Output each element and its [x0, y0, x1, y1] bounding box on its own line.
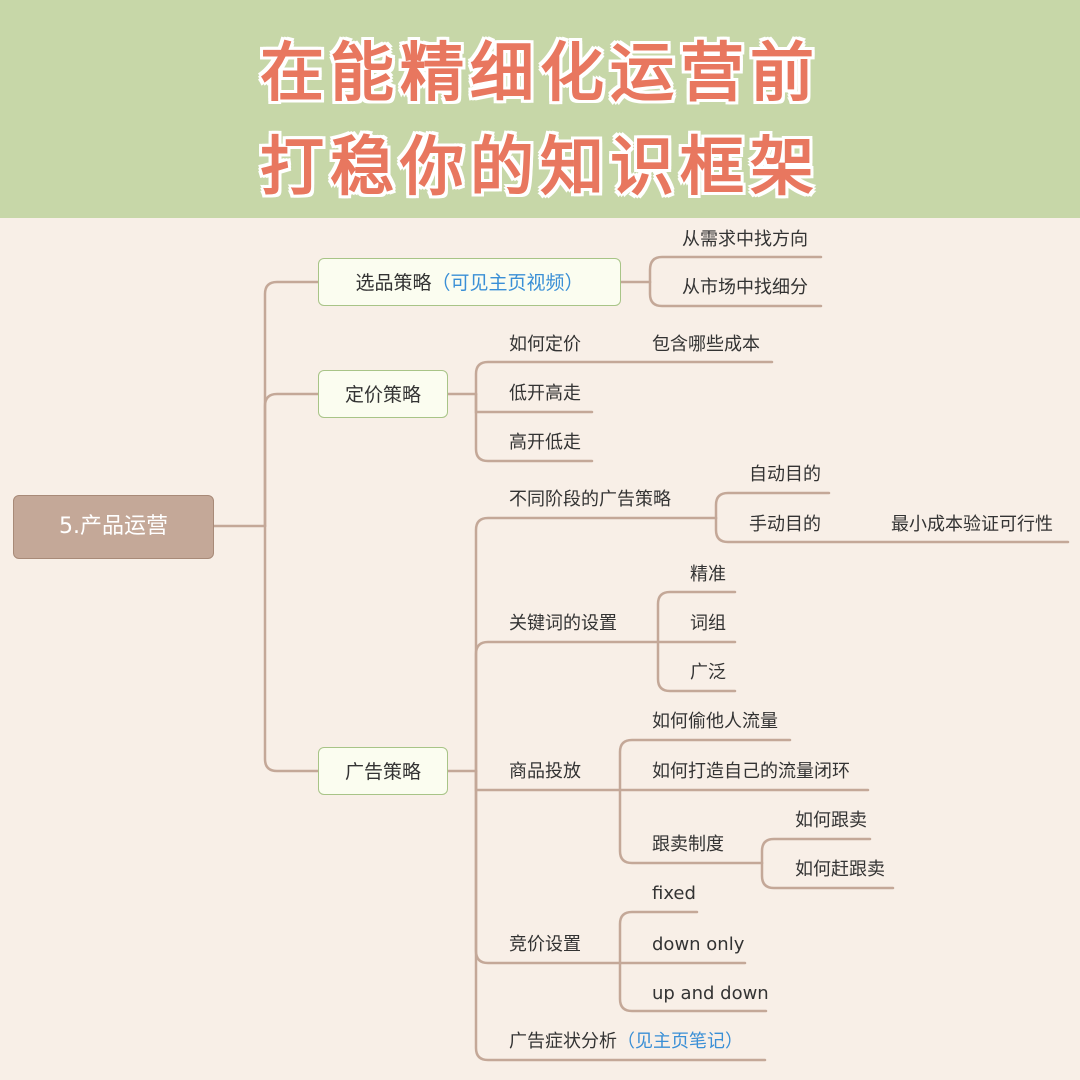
branch-selection-note: （可见主页视频）: [431, 272, 584, 294]
node-ads-diagnosis-label: 广告症状分析: [509, 1031, 617, 1052]
node-pricing-low-high: 低开高走: [509, 383, 581, 404]
node-placement-steal: 如何偷他人流量: [652, 711, 778, 732]
connector-trunk-3: [263, 524, 320, 773]
node-keyword-exact: 精准: [690, 564, 726, 585]
root-node: 5.产品运营: [13, 495, 214, 559]
connector-bidding-3: [618, 961, 768, 1013]
node-pricing-high-low: 高开低走: [509, 432, 581, 453]
connector-follow-1: [760, 837, 872, 865]
branch-selection-label: 选品策略: [355, 272, 432, 294]
node-keyword-broad: 广泛: [690, 662, 726, 683]
connector-follow-2: [760, 861, 895, 890]
connector-selection-2: [648, 280, 823, 308]
connector-keywords-1: [656, 590, 737, 644]
node-stages-validate: 最小成本验证可行性: [891, 514, 1053, 535]
connector-trunk-2: [263, 392, 320, 528]
connector-ads-keywords: [474, 640, 660, 773]
branch-selection: 选品策略（可见主页视频）: [318, 258, 621, 306]
connector-ads-stages: [474, 516, 718, 773]
node-ads-stages: 不同阶段的广告策略: [509, 489, 671, 510]
node-placement-loop: 如何打造自己的流量闭环: [652, 761, 850, 782]
connector-keywords-3: [656, 640, 737, 693]
node-bid-updown: up and down: [652, 983, 769, 1004]
node-stages-auto: 自动目的: [749, 464, 821, 485]
node-stages-manual: 手动目的: [749, 514, 821, 535]
node-ads-diagnosis-note: （见主页笔记）: [617, 1031, 743, 1052]
connector-selection-1: [648, 255, 823, 284]
node-bid-down: down only: [652, 934, 745, 955]
connector-pricing-1: [474, 360, 774, 396]
node-follow-how: 如何跟卖: [795, 810, 867, 831]
branch-ads: 广告策略: [318, 747, 448, 795]
node-keyword-phrase: 词组: [690, 613, 726, 634]
connector-stages-1: [714, 491, 831, 520]
connector-stages-2: [714, 516, 1070, 544]
connector-ads-diagnosis: [474, 769, 767, 1062]
title-line-1: 在能精细化运营前: [260, 37, 820, 111]
connector-placement-1: [618, 738, 792, 792]
node-ads-bidding: 竞价设置: [509, 934, 581, 955]
node-selection-demand: 从需求中找方向: [682, 229, 808, 250]
node-pricing-how: 如何定价: [509, 334, 581, 355]
node-ads-diagnosis: 广告症状分析（见主页笔记）: [509, 1031, 743, 1053]
node-ads-placement: 商品投放: [509, 761, 581, 782]
header-banner: 在能精细化运营前 打稳你的知识框架: [0, 0, 1080, 218]
node-pricing-costs: 包含哪些成本: [652, 334, 760, 355]
node-ads-keywords: 关键词的设置: [509, 613, 617, 634]
connector-trunk-1: [263, 280, 320, 528]
node-selection-market: 从市场中找细分: [682, 277, 808, 298]
connector-placement-3: [618, 788, 764, 865]
branch-pricing: 定价策略: [318, 370, 448, 418]
node-bid-fixed: fixed: [652, 883, 696, 904]
connector-bidding-1: [618, 910, 699, 965]
connector-pricing-3: [474, 392, 594, 463]
title-line-2: 打稳你的知识框架: [260, 131, 820, 205]
node-placement-follow: 跟卖制度: [652, 834, 724, 855]
node-follow-catch: 如何赶跟卖: [795, 859, 885, 880]
